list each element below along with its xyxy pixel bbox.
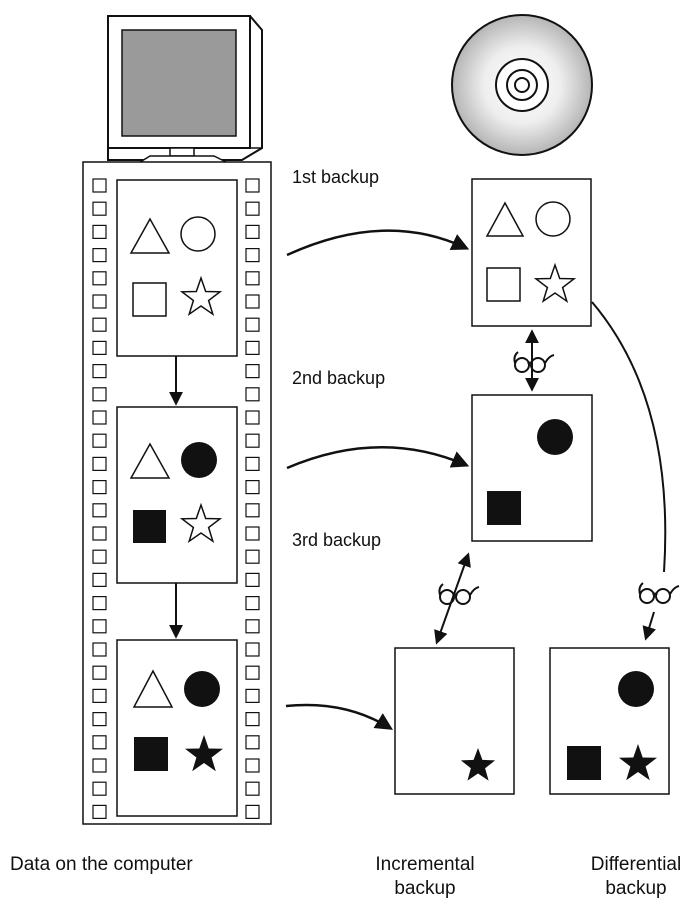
backup-box-1 [471,178,592,327]
film-perforation [92,526,107,541]
film-perforation [92,503,107,518]
film-perforation [245,665,260,680]
film-perforation [245,758,260,773]
computer-frame-1 [116,179,238,357]
film-perforation [245,619,260,634]
differential-arrow [642,611,656,641]
film-perforation [92,178,107,193]
film-perforation [92,804,107,820]
computer-frame-3 [116,639,238,817]
star-shape [179,275,223,317]
film-perforation [245,248,260,263]
film-perforation [92,781,107,796]
glasses-icon [438,583,480,605]
backup-3-label: 3rd backup [292,530,382,550]
film-perforation [245,271,260,286]
film-perforation [245,642,260,657]
arrow-frame1-to-backup1 [286,229,470,257]
computer-monitor-icon [107,15,263,177]
film-perforation [245,526,260,541]
film-perforation [245,503,260,518]
glasses-icon [513,351,555,373]
film-perforation [245,433,260,448]
film-perforation [245,480,260,495]
film-perforation [245,340,260,355]
film-perforation [245,224,260,239]
star-shape [460,748,496,781]
arrow-frame2-to-backup2 [286,446,470,470]
film-perforation [92,665,107,680]
film-perforation [245,572,260,588]
star-shape [619,744,657,781]
backup-box-2 [471,394,593,542]
caption-computer: Data on the computer [10,854,193,875]
star-shape [185,735,223,772]
star-shape [533,262,577,304]
film-perforation [245,781,260,796]
film-perforation [245,735,260,750]
star-shape [179,502,223,544]
film-perforation [92,735,107,750]
film-perforation [245,294,260,309]
film-perforation [92,364,107,379]
optical-disc-icon [451,14,593,156]
computer-frame-2 [116,406,238,584]
film-perforation [245,595,260,611]
film-perforation [245,804,260,820]
film-perforation [245,410,260,425]
film-perforation [92,758,107,773]
film-perforation [245,201,260,216]
film-perforation [245,456,260,471]
film-perforation [245,364,260,379]
film-perforation [92,271,107,286]
film-perforation [92,642,107,657]
film-perforation [92,480,107,495]
film-perforation [245,711,260,727]
film-perforation [92,387,107,402]
film-perforation [245,178,260,193]
incremental-backup-box [394,647,515,795]
glasses-icon [638,582,680,604]
film-perforation [92,201,107,216]
film-perforation [92,294,107,309]
backup-1-label: 1st backup [292,167,380,187]
film-perforation [245,549,260,564]
film-perforation [92,688,107,704]
film-perforations [92,178,260,820]
film-perforation [245,688,260,704]
film-perforation [92,549,107,564]
film-perforation [92,619,107,634]
film-perforation [92,595,107,611]
film-perforation [92,572,107,588]
film-perforation [92,410,107,425]
film-perforation [245,317,260,332]
film-perforation [92,433,107,448]
film-perforation [245,387,260,402]
arrow-frame3-to-incremental [285,703,393,730]
caption-differential: Differential backup [590,854,682,899]
backup-2-label: 2nd backup [292,368,386,388]
film-perforation [92,224,107,239]
film-perforation [92,248,107,263]
film-perforation [92,317,107,332]
caption-incremental: Incremental backup [375,854,475,899]
film-perforation [92,340,107,355]
differential-backup-box [549,647,670,795]
compare-arrow-backup2-incremental [434,552,471,645]
differential-line [591,301,667,573]
film-perforation [92,711,107,727]
film-perforation [92,456,107,471]
